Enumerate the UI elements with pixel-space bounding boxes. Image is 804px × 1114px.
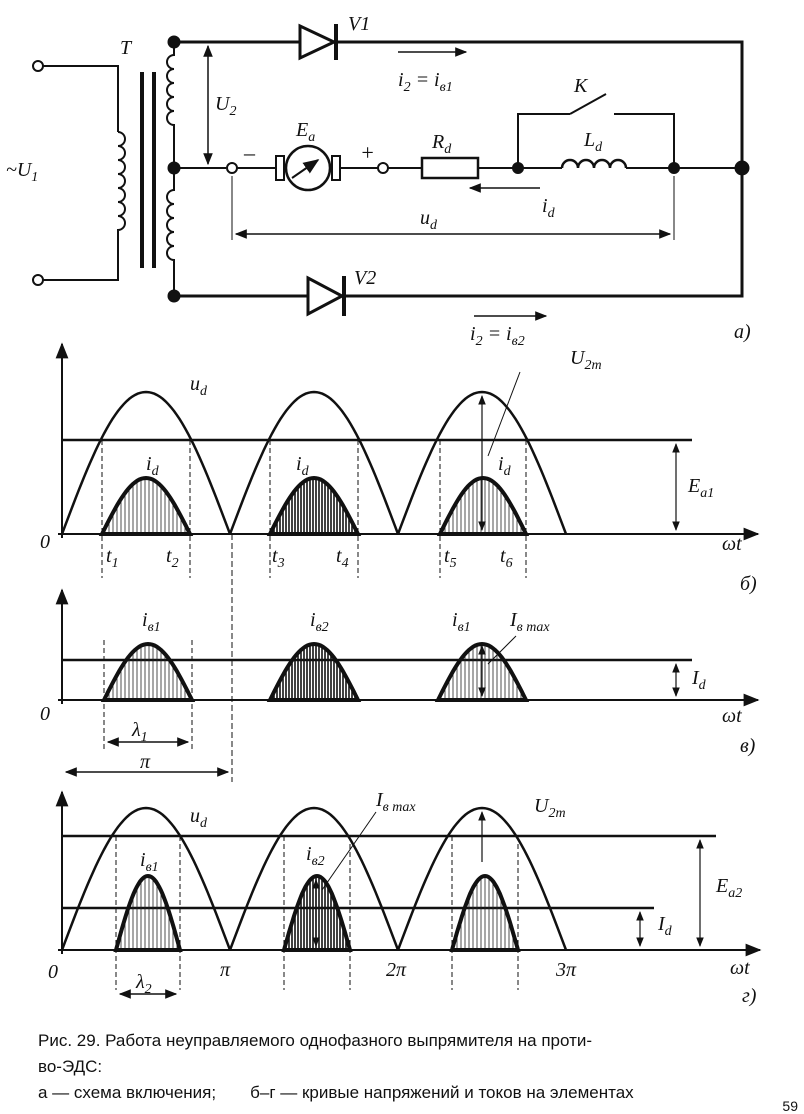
id-pulse-3 <box>436 475 530 536</box>
label-diode-v2: V2 <box>354 267 376 289</box>
iv-pulse-1 <box>100 641 196 702</box>
iv-pulse-3 <box>449 873 521 952</box>
panel-g-u2m-label: U2m <box>534 795 566 821</box>
panel-g-ivmax-label: Iв max <box>375 789 416 815</box>
panel-v-pi-label: π <box>140 751 151 773</box>
inductor-ld <box>560 158 628 169</box>
id-pulse-2 <box>266 475 362 536</box>
u2m-leader <box>487 371 521 457</box>
panel-g-tick-pi: π <box>220 959 231 981</box>
panel-g-axis-label: ωt <box>730 957 750 979</box>
panel-v-iv1-label-2: iв1 <box>452 609 471 635</box>
ud-half-wave-3 <box>396 390 568 535</box>
rectifier-figure: ~U1 T U2 V1 V2 i2 = iв1 i2 = iв2 Ea – + … <box>6 13 762 1007</box>
ud-half-wave-2 <box>228 806 400 951</box>
panel-b-t1: t1 <box>106 545 119 571</box>
page-number: 59 <box>782 1098 798 1114</box>
panel-g-label: г) <box>742 985 757 1007</box>
panel-g-iv2-label: iв2 <box>306 843 325 869</box>
caption-line-1: Рис. 29. Работа неуправляемого однофазно… <box>38 1031 593 1050</box>
label-current-top: i2 = iв1 <box>398 69 453 95</box>
circuit-labels: ~U1 T U2 V1 V2 i2 = iв1 i2 = iв2 Ea – + … <box>6 13 751 349</box>
circuit-schematic <box>32 23 750 321</box>
label-input-voltage: ~U1 <box>6 159 38 185</box>
panel-g-tick-3pi: 3π <box>555 959 577 981</box>
secondary-winding-upper <box>166 42 175 168</box>
waveform-panel-v <box>55 534 760 782</box>
caption-line-2: во-ЭДС: <box>38 1057 103 1076</box>
panel-v-ivmax-label: Iв max <box>509 609 550 635</box>
ivmax-leader <box>321 811 377 891</box>
ud-half-wave-1 <box>60 806 232 951</box>
panel-b-t6: t6 <box>500 545 513 571</box>
label-inductor: Ld <box>583 129 603 155</box>
panel-b-u2m-label: U2m <box>570 347 602 373</box>
panel-b-t5: t5 <box>444 545 457 571</box>
panel-g-iv1-label: iв1 <box>140 849 159 875</box>
label-secondary-voltage: U2 <box>215 93 236 119</box>
panel-b-id-label-3: id <box>498 453 512 479</box>
panel-v-labels: 0 ωt iв1 iв2 iв1 Iв max Id λ1 π в) <box>40 609 756 773</box>
label-emf: Ea <box>295 119 315 145</box>
panel-v-iv2-label: iв2 <box>310 609 329 635</box>
input-terminal-bottom <box>32 274 44 286</box>
resistor-rd <box>420 156 480 180</box>
panel-g-origin: 0 <box>48 961 58 983</box>
label-load-current: id <box>542 195 556 221</box>
panel-b-id-label-1: id <box>146 453 160 479</box>
primary-winding <box>117 131 126 238</box>
diode-v2 <box>306 275 346 317</box>
label-resistor: Rd <box>431 131 452 157</box>
panel-v-label: в) <box>740 735 756 757</box>
panel-b-axis-label: ωt <box>722 533 742 555</box>
panel-g-lambda-label: λ2 <box>135 971 152 997</box>
label-switch: K <box>573 75 589 97</box>
panel-b-t3: t3 <box>272 545 285 571</box>
secondary-winding-lower <box>166 168 175 296</box>
panel-g-tick-2pi: 2π <box>386 959 407 981</box>
panel-v-iv1-label: iв1 <box>142 609 161 635</box>
caption-part-a: а — схема включения; <box>38 1083 217 1102</box>
label-transformer: T <box>120 37 133 59</box>
panel-b-labels: 0 ωt ud U2m id id id Ea1 t1 t2 t3 t4 t5 … <box>40 347 757 595</box>
waveform-panel-g <box>55 790 762 999</box>
panel-b-id-label-2: id <box>296 453 310 479</box>
id-pulse-1 <box>98 475 194 536</box>
panel-v-id-label: Id <box>691 667 707 693</box>
diode-v1 <box>298 23 338 61</box>
iv-pulse-2 <box>281 873 353 952</box>
label-plus: + <box>360 140 375 165</box>
panel-g-ud-label: ud <box>190 805 208 831</box>
label-minus: – <box>243 140 256 165</box>
label-load-voltage: ud <box>420 207 438 233</box>
caption-part-b: б–г — кривые напряжений и токов на элеме… <box>250 1083 634 1102</box>
panel-b-t2: t2 <box>166 545 179 571</box>
panel-b-t4: t4 <box>336 545 349 571</box>
caption-line-3: а — схема включения; б–г — кривые напряже… <box>38 1080 798 1106</box>
iv-pulse-1 <box>113 873 183 952</box>
switch-k <box>569 93 607 115</box>
ud-half-wave-2 <box>228 390 400 535</box>
ud-half-wave-1 <box>60 390 232 535</box>
ud-half-wave-3 <box>396 806 568 951</box>
panel-g-id-label: Id <box>657 913 673 939</box>
panel-b-origin: 0 <box>40 531 50 553</box>
ivmax-leader <box>487 635 517 665</box>
label-panel-a: a) <box>734 321 751 343</box>
panel-v-axis-label: ωt <box>722 705 742 727</box>
label-diode-v1: V1 <box>348 13 370 35</box>
iv-pulse-2 <box>266 641 362 702</box>
waveform-panel-b <box>55 342 760 578</box>
panel-g-ea-label: Ea2 <box>715 875 742 901</box>
emf-brush-left <box>275 155 285 181</box>
panel-b-ud-label: ud <box>190 373 208 399</box>
panel-v-origin: 0 <box>40 703 50 725</box>
panel-b-label: б) <box>740 573 757 595</box>
label-current-bottom: i2 = iв2 <box>470 323 525 349</box>
panel-b-ea-label: Ea1 <box>687 475 714 501</box>
figure-caption: Рис. 29. Работа неуправляемого однофазно… <box>38 1028 798 1106</box>
panel-g-labels: 0 ωt ud Iв max U2m iв1 iв2 Ea2 Id π 2π 3… <box>48 789 757 1007</box>
panel-v-lambda-label: λ1 <box>131 719 148 745</box>
input-terminal-top <box>32 60 44 72</box>
